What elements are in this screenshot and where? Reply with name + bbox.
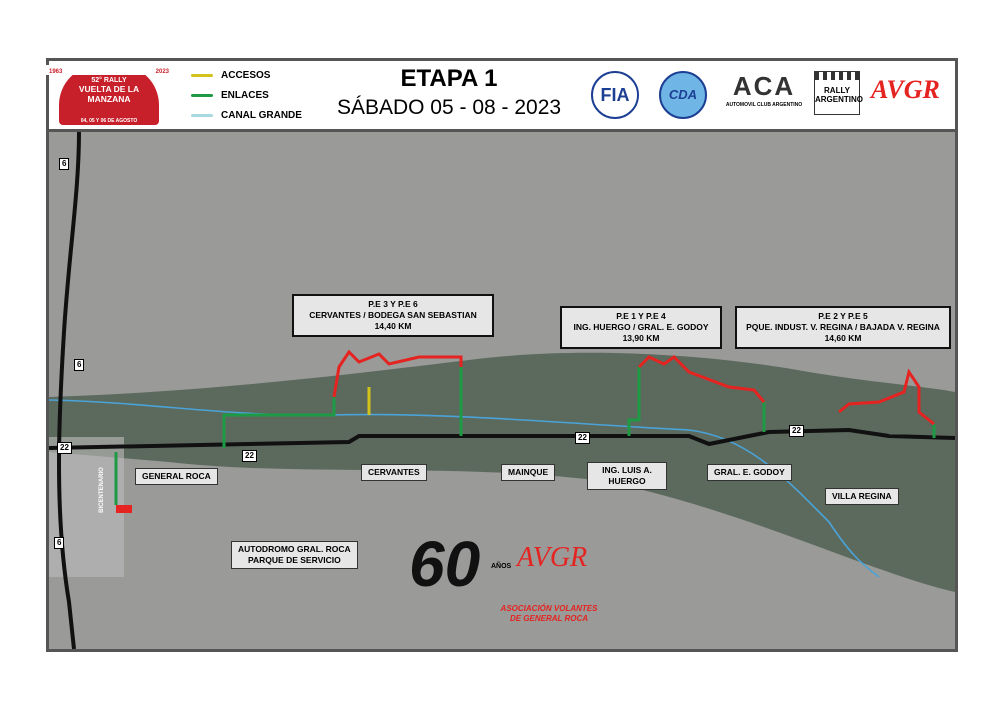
route-shield: 22 [575, 432, 590, 444]
route-shield: 6 [74, 359, 85, 371]
legend-label: ENLACES [221, 90, 269, 101]
route-22 [48, 427, 956, 450]
stage-title: P.E 1 Y P.E 4 [616, 311, 666, 321]
stage-pe2-pe5 [838, 368, 935, 426]
stage-distance: 14,40 KM [374, 321, 412, 331]
fia-logo: FIA [591, 71, 639, 119]
avgr-brand: AVGR [517, 542, 588, 573]
org-line1: ASOCIACIÓN VOLANTES [500, 604, 598, 613]
place-autodromo: AUTODROMO GRAL. ROCA PARQUE DE SERVICIO [231, 541, 358, 569]
avgr-logo: AVGR [871, 75, 940, 104]
enlaces-routes [114, 367, 936, 505]
canal-grande [48, 399, 880, 578]
route-shield: 22 [57, 442, 72, 454]
place-cervantes: CERVANTES [361, 464, 427, 481]
anos-label: AÑOS [491, 563, 512, 570]
stage-pe1-pe4 [637, 355, 766, 403]
rally-argentino-logo: RALLY ARGENTINO [814, 71, 863, 115]
year-right: 2023 [155, 69, 169, 75]
bicentenario-label: BICENTENARIO [98, 467, 105, 513]
link-route [627, 367, 641, 436]
stage-title: P.E 2 Y P.E 5 [818, 311, 868, 321]
sixty-mark: 60 [409, 528, 481, 600]
stage-pe3-pe6 [332, 349, 463, 398]
place-villa-regina: VILLA REGINA [825, 488, 899, 505]
legend-label: ACCESOS [221, 70, 271, 81]
page-subtitle: SÁBADO 05 - 08 - 2023 [336, 96, 562, 119]
legend-accesos: ACCESOS [191, 70, 270, 81]
stage-title: P.E 3 Y P.E 6 [368, 299, 418, 309]
legend-enlaces: ENLACES [191, 90, 269, 101]
event-dates: 04, 05 Y 06 DE AGOSTO [80, 118, 138, 124]
stage-name: ING. HUERGO / GRAL. E. GODOY [573, 322, 709, 332]
edition: 52° RALLY [91, 77, 127, 84]
legend-canal: CANAL GRANDE [191, 110, 302, 121]
stage-name: CERVANTES / BODEGA SAN SEBASTIAN [309, 310, 477, 320]
legend-label: CANAL GRANDE [221, 110, 302, 121]
stage-distance: 14,60 KM [824, 333, 862, 343]
cda-logo: CDA [659, 71, 707, 119]
event-name: VUELTA DE LA MANZANA [78, 84, 140, 104]
parque-servicio-marker [116, 505, 132, 513]
route-6 [57, 131, 81, 650]
aca-mark: ACA [732, 71, 796, 101]
place-mainque: MAINQUE [501, 464, 556, 481]
place-godoy: GRAL. E. GODOY [707, 464, 792, 481]
route-shield: 6 [59, 158, 70, 170]
route-shield: 22 [789, 425, 804, 437]
stage-routes [332, 349, 935, 426]
place-general-roca: GENERAL ROCA [135, 468, 218, 485]
org-line2: DE GENERAL ROCA [509, 614, 589, 623]
year-left: 1963 [49, 69, 63, 75]
route-shield: 22 [242, 450, 257, 462]
route-shield: 6 [54, 537, 65, 549]
stage-distance: 13,90 KM [622, 333, 660, 343]
stage-name: PQUE. INDUST. V. REGINA / BAJADA V. REGI… [746, 322, 940, 332]
link-route [222, 397, 336, 448]
aca-caption: AUTOMOVIL CLUB ARGENTINO [725, 102, 803, 108]
page-title: ETAPA 1 [400, 65, 498, 92]
place-huergo: ING. LUIS A. HUERGO [587, 462, 667, 490]
